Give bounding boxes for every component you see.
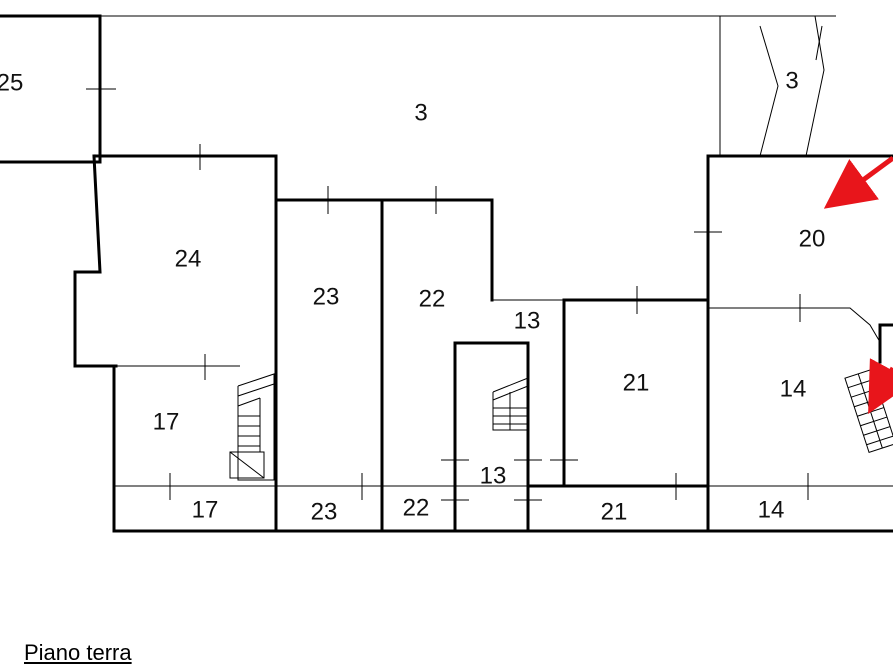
room-label-13-top: 13 — [514, 307, 541, 334]
wall-room-21 — [562, 298, 710, 533]
room-label-20: 20 — [799, 225, 826, 252]
room-label-22: 22 — [419, 285, 446, 312]
stairs-room-17 — [229, 373, 275, 481]
room-label-17-bottom: 17 — [192, 496, 219, 523]
room-label-13-lower: 13 — [480, 462, 507, 489]
room-label-23-bottom: 23 — [311, 498, 338, 525]
ramp-lines-room-3 — [759, 15, 825, 157]
room-label-17: 17 — [153, 408, 180, 435]
room-label-3: 3 — [414, 99, 427, 126]
red-arrows — [823, 155, 893, 414]
red-arrow-2 — [868, 358, 893, 414]
room-label-14-bottom: 14 — [758, 496, 785, 523]
room-label-24: 24 — [175, 245, 202, 272]
wall-room-24 — [92, 154, 278, 488]
wall-room-24-left — [73, 154, 118, 368]
room-label-23: 23 — [313, 283, 340, 310]
walls — [0, 14, 893, 533]
wall-room-23 — [274, 198, 384, 533]
wall-room-14-top — [708, 307, 881, 343]
room-label-21: 21 — [623, 369, 650, 396]
room-label-22-bottom: 22 — [403, 494, 430, 521]
wall-room-22 — [380, 198, 494, 302]
room-label-14: 14 — [780, 375, 807, 402]
room-labels: 25 3 3 24 23 22 13 21 20 14 17 13 17 23 … — [0, 67, 825, 525]
wall-room-13-inner — [453, 341, 530, 533]
door-marks — [86, 88, 809, 501]
plan-caption: Piano terra — [24, 640, 132, 665]
room-label-3-right: 3 — [785, 67, 798, 94]
stairs-room-13 — [492, 377, 529, 431]
room-label-21-bottom: 21 — [601, 498, 628, 525]
red-arrow-1 — [823, 155, 893, 209]
room-label-25: 25 — [0, 69, 23, 96]
wall-right-edge — [878, 323, 893, 364]
wall-room-20 — [706, 154, 893, 302]
